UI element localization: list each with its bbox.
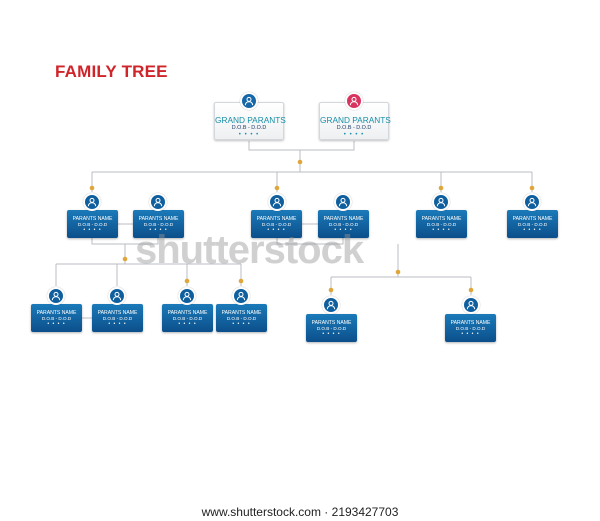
connector-line (276, 238, 344, 245)
parent-card[interactable]: PARANTS NAME D.O.B - D.O.D • • • • (67, 210, 118, 238)
parent-dots: • • • • (432, 227, 451, 233)
person-icon (47, 287, 65, 305)
parent-name: PARANTS NAME (36, 310, 77, 316)
person-icon (108, 287, 126, 305)
parent-name: PARANTS NAME (221, 310, 262, 316)
grandparent-dots: • • • • (343, 132, 365, 138)
connector-junction-dot (122, 256, 128, 262)
parent-dots: • • • • (523, 227, 542, 233)
grandparent-dates: D.O.B - D.O.D (336, 125, 372, 131)
connector-line (248, 141, 355, 151)
parent-dates: D.O.B - D.O.D (143, 222, 174, 227)
grandparent-name: GRAND PARANTS (320, 115, 391, 125)
parent-name: PARANTS NAME (450, 320, 491, 326)
parent-dots: • • • • (149, 227, 168, 233)
parent-dates: D.O.B - D.O.D (77, 222, 108, 227)
parent-dates: D.O.B - D.O.D (41, 316, 72, 321)
connector-junction-dot (395, 269, 401, 275)
parent-dots: • • • • (232, 321, 251, 327)
parent-dots: • • • • (83, 227, 102, 233)
parent-name: PARANTS NAME (421, 216, 462, 222)
parent-dots: • • • • (461, 331, 480, 337)
parent-dates: D.O.B - D.O.D (172, 316, 203, 321)
person-icon (232, 287, 250, 305)
parent-name: PARANTS NAME (72, 216, 113, 222)
parent-dates: D.O.B - D.O.D (316, 326, 347, 331)
watermark: shutterstock (135, 228, 364, 272)
person-icon (462, 296, 480, 314)
parent-dates: D.O.B - D.O.D (426, 222, 457, 227)
connector-junction-dot (274, 185, 280, 191)
parent-card[interactable]: PARANTS NAME D.O.B - D.O.D • • • • (251, 210, 302, 238)
parent-dates: D.O.B - D.O.D (102, 316, 133, 321)
connector-junction-dot (328, 287, 334, 293)
parent-card[interactable]: PARANTS NAME D.O.B - D.O.D • • • • (92, 304, 143, 332)
parent-card[interactable]: PARANTS NAME D.O.B - D.O.D • • • • (162, 304, 213, 332)
parent-card[interactable]: PARANTS NAME D.O.B - D.O.D • • • • (216, 304, 267, 332)
parent-dots: • • • • (178, 321, 197, 327)
parent-name: PARANTS NAME (138, 216, 179, 222)
parent-dots: • • • • (334, 227, 353, 233)
parent-dots: • • • • (47, 321, 66, 327)
parent-dots: • • • • (322, 331, 341, 337)
parent-card[interactable]: PARANTS NAME D.O.B - D.O.D • • • • (507, 210, 558, 238)
connector-junction-dot (297, 159, 303, 165)
person-icon (523, 193, 541, 211)
parent-dates: D.O.B - D.O.D (226, 316, 257, 321)
parent-card[interactable]: PARANTS NAME D.O.B - D.O.D • • • • (31, 304, 82, 332)
person-icon (322, 296, 340, 314)
parent-name: PARANTS NAME (323, 216, 364, 222)
parent-dates: D.O.B - D.O.D (328, 222, 359, 227)
parent-name: PARANTS NAME (512, 216, 553, 222)
parent-card[interactable]: PARANTS NAME D.O.B - D.O.D • • • • (318, 210, 369, 238)
parent-card[interactable]: PARANTS NAME D.O.B - D.O.D • • • • (306, 314, 357, 342)
person-icon (240, 92, 258, 110)
page-title: FAMILY TREE (55, 62, 168, 81)
footer-credit: www.shutterstock.com · 2193427703 (201, 505, 399, 519)
grandparent-dates: D.O.B - D.O.D (231, 125, 267, 131)
parent-name: PARANTS NAME (167, 310, 208, 316)
person-icon (268, 193, 286, 211)
person-icon (432, 193, 450, 211)
parent-dates: D.O.B - D.O.D (261, 222, 292, 227)
parent-dates: D.O.B - D.O.D (517, 222, 548, 227)
connector-junction-dot (238, 278, 244, 284)
grandparent-name: GRAND PARANTS (215, 115, 286, 125)
connector-junction-dot (468, 287, 474, 293)
parent-name: PARANTS NAME (97, 310, 138, 316)
parent-card[interactable]: PARANTS NAME D.O.B - D.O.D • • • • (133, 210, 184, 238)
person-icon (345, 92, 363, 110)
connector-junction-dot (89, 185, 95, 191)
connector-junction-dot (529, 185, 535, 191)
parent-dots: • • • • (267, 227, 286, 233)
parent-dots: • • • • (108, 321, 127, 327)
parent-card[interactable]: PARANTS NAME D.O.B - D.O.D • • • • (445, 314, 496, 342)
person-icon (178, 287, 196, 305)
connector-junction-dot (438, 185, 444, 191)
person-icon (334, 193, 352, 211)
parent-dates: D.O.B - D.O.D (455, 326, 486, 331)
parent-name: PARANTS NAME (256, 216, 297, 222)
person-icon (83, 193, 101, 211)
parent-card[interactable]: PARANTS NAME D.O.B - D.O.D • • • • (416, 210, 467, 238)
grandparent-dots: • • • • (238, 132, 260, 138)
person-icon (149, 193, 167, 211)
parent-name: PARANTS NAME (311, 320, 352, 326)
footer-bar (0, 499, 600, 521)
connector-junction-dot (184, 278, 190, 284)
